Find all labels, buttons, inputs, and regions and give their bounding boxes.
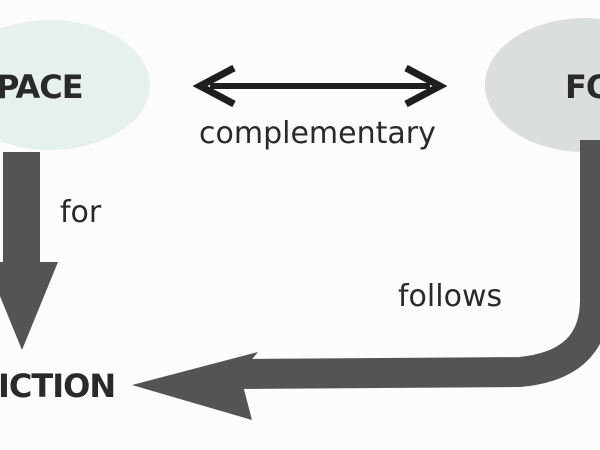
for-label: for xyxy=(60,195,102,230)
form-node-label: FO xyxy=(565,68,600,106)
form-node xyxy=(485,18,600,152)
complementary-label: complementary xyxy=(199,116,436,151)
follows-label: follows xyxy=(398,279,502,314)
follows-arrow xyxy=(132,140,600,420)
space-node-label: PACE xyxy=(0,68,83,106)
for-arrow xyxy=(0,152,58,350)
function-node-label: ICTION xyxy=(0,367,115,405)
complementary-arrow xyxy=(192,64,448,108)
space-node xyxy=(0,20,150,150)
